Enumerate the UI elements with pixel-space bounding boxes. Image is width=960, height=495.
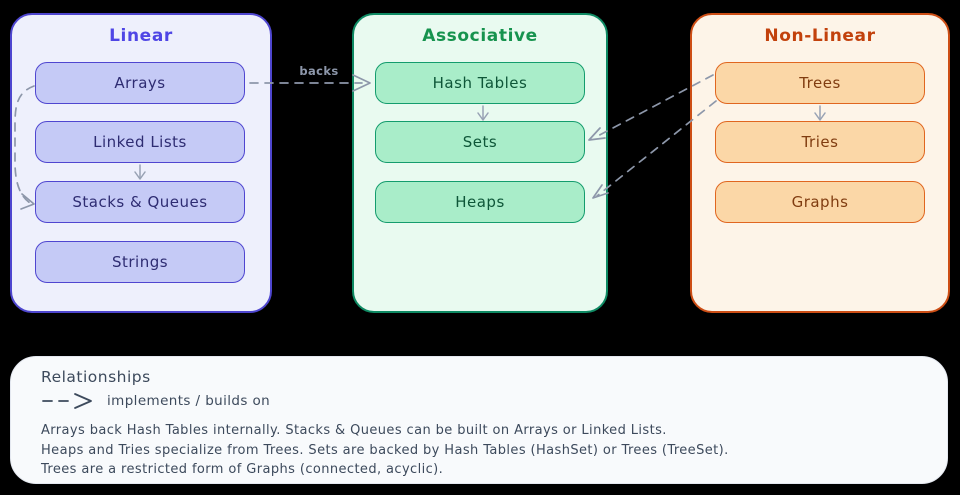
group-non-linear[interactable]: Non-Linear Trees Tries Graphs	[690, 13, 950, 313]
legend-note-line: Heaps and Tries specialize from Trees. S…	[41, 442, 729, 458]
node-tries[interactable]: Tries	[715, 121, 925, 163]
group-associative[interactable]: Associative Hash Tables Sets Heaps	[352, 13, 608, 313]
group-linear-title: Linear	[109, 26, 173, 46]
node-sets-label: Sets	[462, 133, 498, 151]
node-graphs-label: Graphs	[791, 193, 849, 211]
node-heaps-label: Heaps	[455, 193, 505, 211]
node-stacks-queues-label: Stacks & Queues	[72, 193, 208, 211]
legend-note-line: Trees are a restricted form of Graphs (c…	[41, 462, 444, 477]
node-arrays[interactable]: Arrays	[35, 62, 245, 104]
dashed-arrow-icon	[42, 393, 92, 409]
group-non-linear-title: Non-Linear	[764, 26, 876, 46]
node-trees[interactable]: Trees	[715, 62, 925, 104]
relationships-card: Relationships implements / builds on Arr…	[10, 356, 948, 484]
node-hash-tables[interactable]: Hash Tables	[375, 62, 585, 104]
legend-key-row: implements / builds on	[41, 391, 270, 411]
node-tries-label: Tries	[801, 133, 839, 151]
legend-notes: Arrays back Hash Tables internally. Stac…	[41, 421, 729, 480]
node-strings[interactable]: Strings	[35, 241, 245, 283]
node-strings-label: Strings	[111, 253, 169, 271]
legend-arrow-meaning: implements / builds on	[107, 393, 271, 409]
node-sets[interactable]: Sets	[375, 121, 585, 163]
node-graphs[interactable]: Graphs	[715, 181, 925, 223]
node-linked-lists-label: Linked Lists	[93, 133, 187, 151]
group-linear[interactable]: Linear Arrays Linked Lists Stacks & Queu…	[10, 13, 272, 313]
arrow-backs-label: backs	[299, 64, 338, 78]
node-stacks-queues[interactable]: Stacks & Queues	[35, 181, 245, 223]
legend-note-line: Arrays back Hash Tables internally. Stac…	[41, 423, 667, 438]
node-hash-tables-label: Hash Tables	[432, 74, 528, 92]
relationships-title: Relationships	[41, 368, 151, 386]
node-linked-lists[interactable]: Linked Lists	[35, 121, 245, 163]
node-trees-label: Trees	[799, 74, 841, 92]
node-heaps[interactable]: Heaps	[375, 181, 585, 223]
group-associative-title: Associative	[422, 26, 538, 46]
node-arrays-label: Arrays	[114, 74, 166, 92]
